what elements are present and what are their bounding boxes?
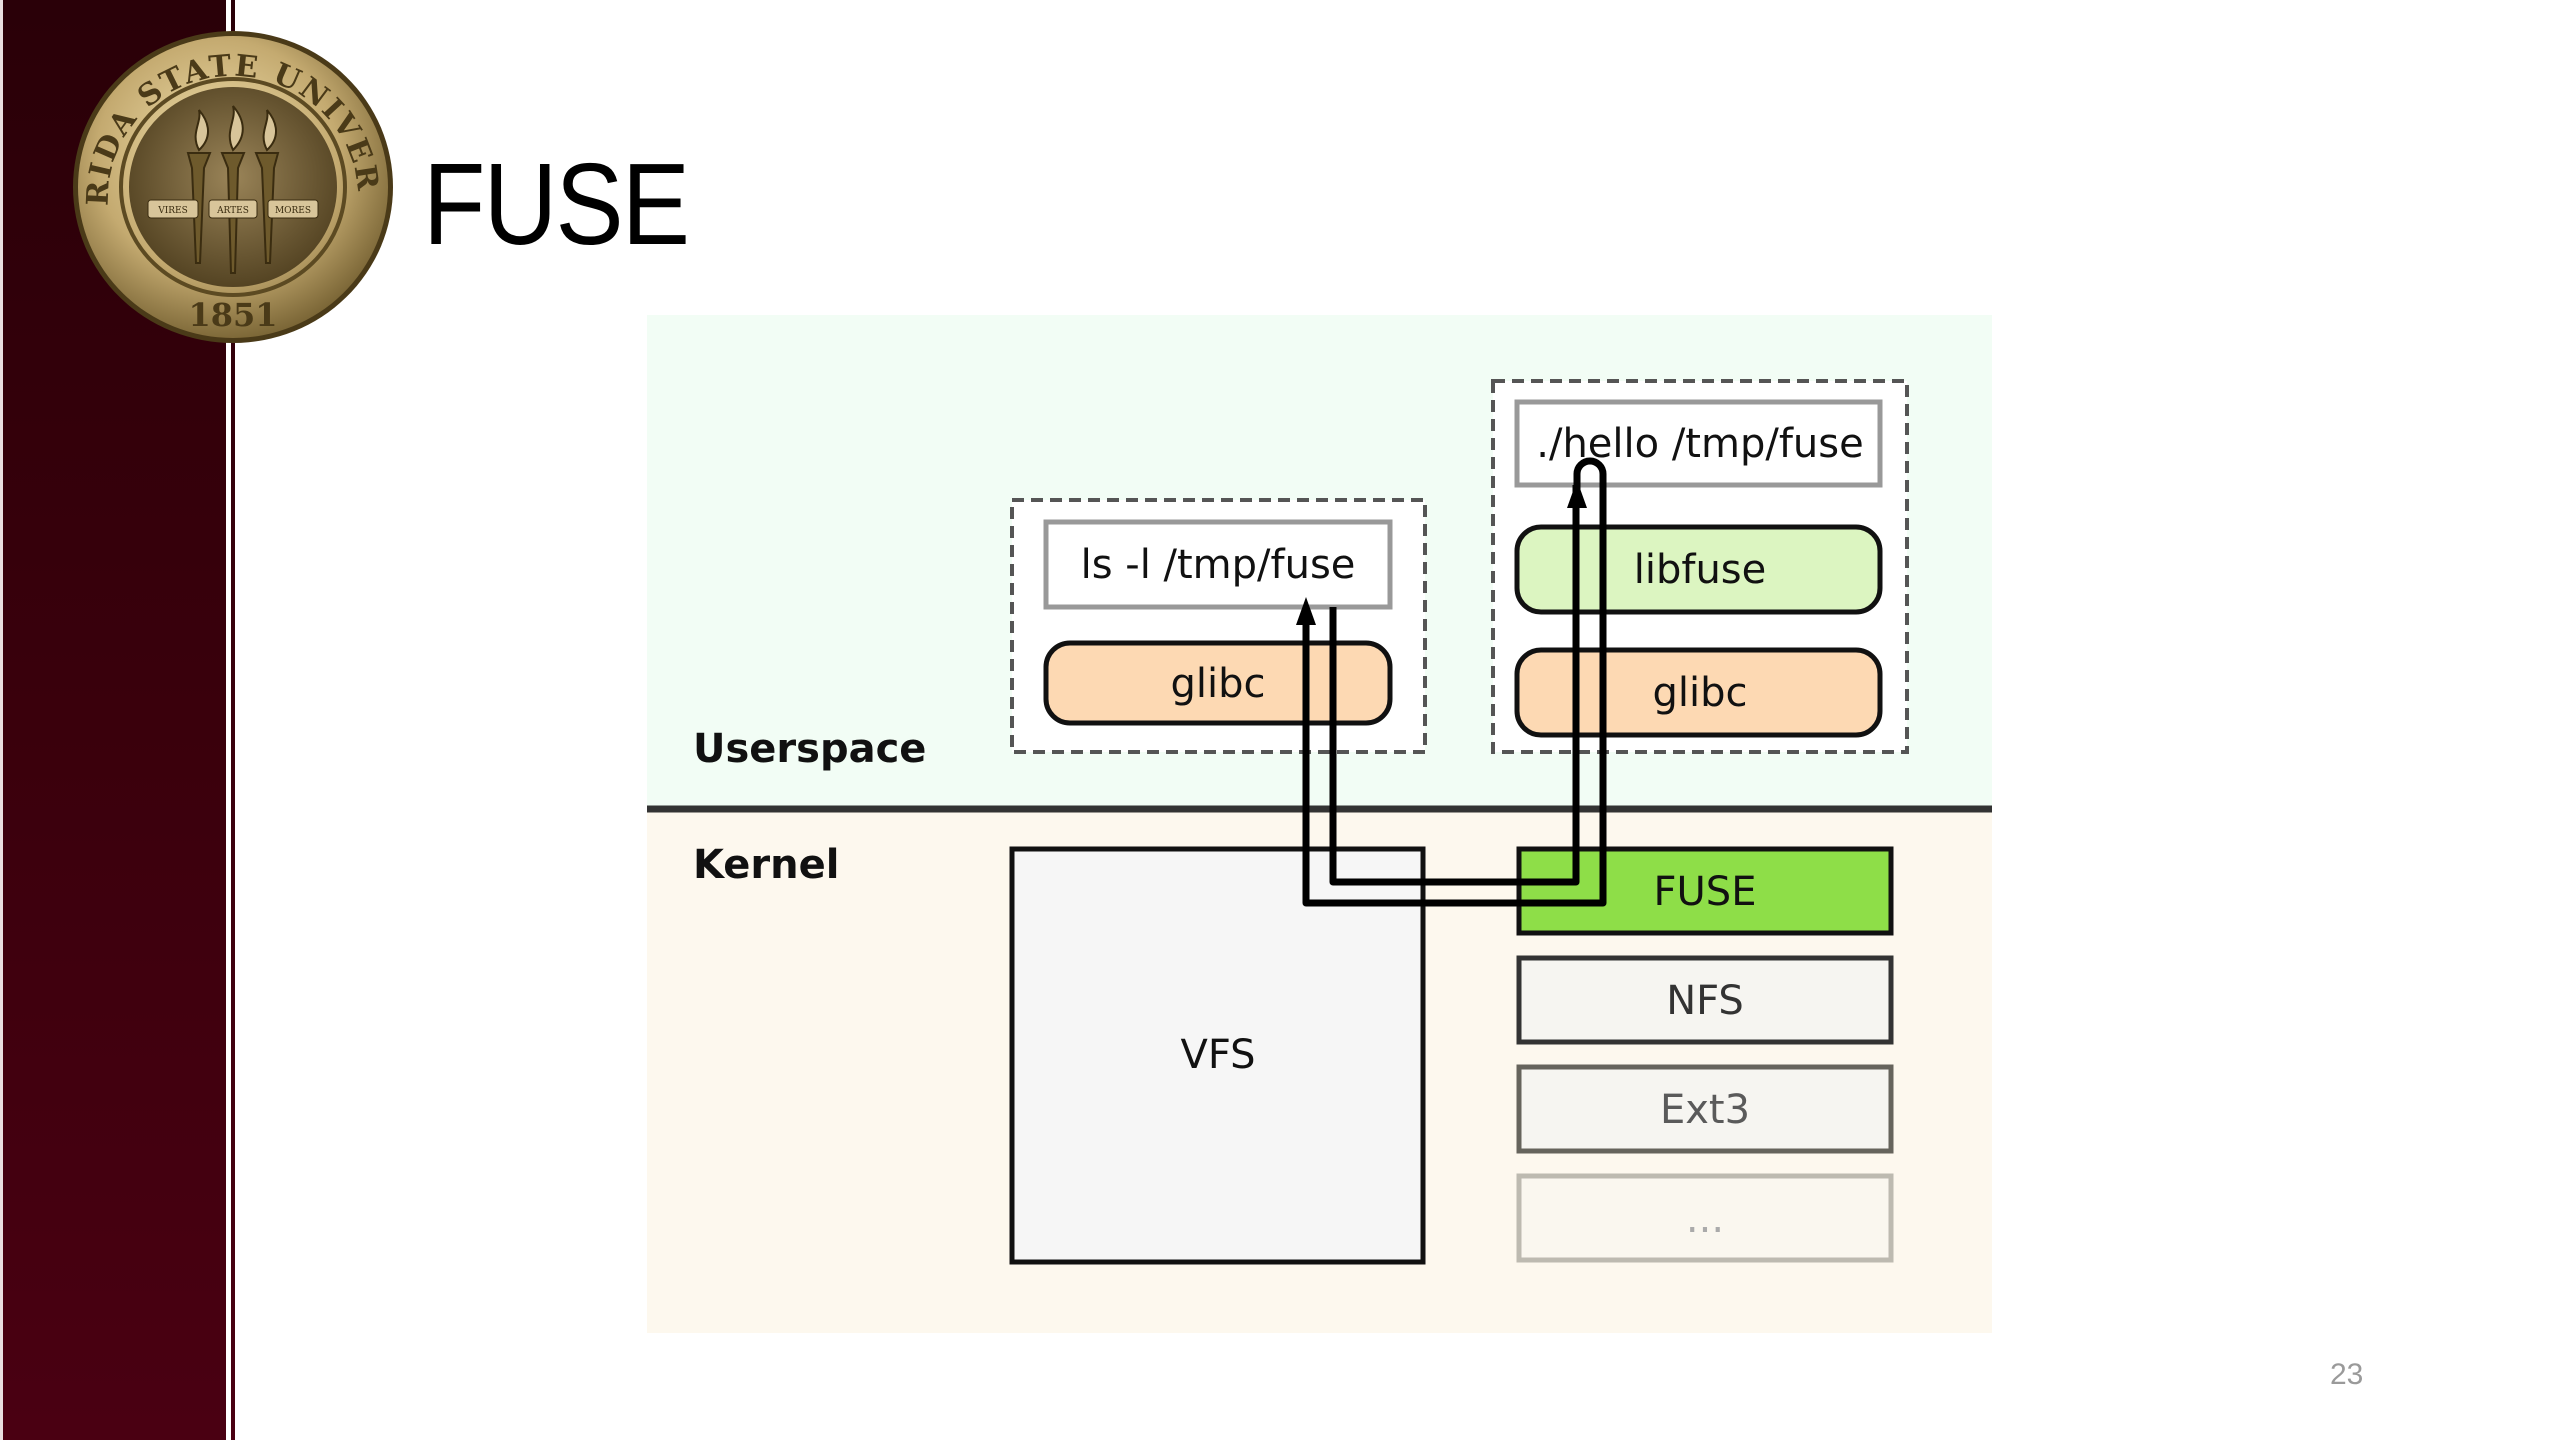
vfs-box [1009,846,1426,1265]
seal-banner-text: ARTES [216,206,249,216]
ls-command-text: ls -l /tmp/fuse [1081,542,1356,588]
slide-title: FUSE [423,139,690,269]
fuse-kernel-module-box [1516,846,1894,936]
ls-command-box [1043,519,1393,610]
client-glibc-text: glibc [1171,661,1266,707]
fuse-glibc-box [1514,647,1883,738]
arrowhead-to-ls-icon [1296,597,1316,625]
kernel-label: Kernel [693,842,839,888]
userspace-label: Userspace [693,726,926,772]
arrowhead-to-hello-icon [1567,480,1587,508]
seal-banner-text: MORES [275,206,311,216]
seal-banners: VIRES ARTES MORES [147,199,319,219]
sidebar-rule [231,0,235,1440]
request-path [1302,457,1607,907]
more-filesystems-box [1516,1173,1894,1263]
seal-year: 1851 [188,296,277,334]
ext3-box [1516,1064,1894,1154]
fuse-process-group: ./hello /tmp/fuse libfuse glibc [1491,379,1909,754]
nfs-box [1516,955,1894,1045]
seal-banner-text: VIRES [157,206,188,216]
vfs-text: VFS [1180,1032,1255,1078]
ext3-text: Ext3 [1660,1087,1750,1133]
libfuse-text: libfuse [1634,547,1767,593]
more-filesystems-text: ... [1686,1196,1724,1242]
request-path-line [1329,485,1580,886]
fuse-kernel-module-text: FUSE [1654,869,1757,915]
response-path-line [1302,457,1607,907]
nfs-text: NFS [1666,978,1744,1024]
client-process-group: ls -l /tmp/fuse glibc [1010,498,1427,754]
page-number: 23 [2330,1358,2364,1391]
university-seal-logo: FLORIDA STATE UNIVERSITY 1851 VIRES ARTE… [70,28,393,343]
fuse-glibc-text: glibc [1653,670,1748,716]
libfuse-box [1514,524,1883,615]
torches-icon [186,105,280,274]
